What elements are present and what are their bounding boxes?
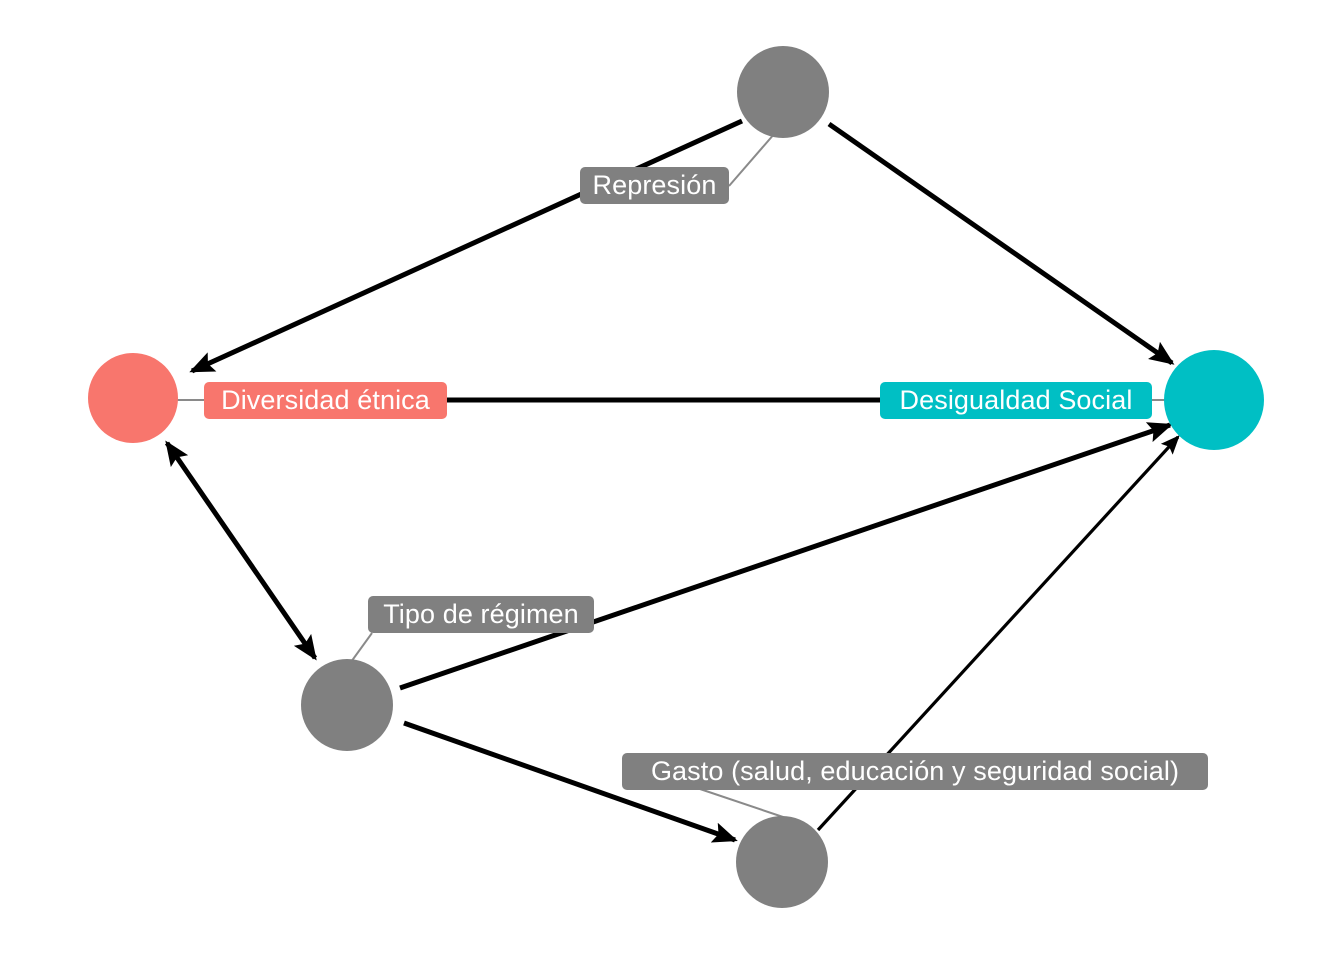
edge-represion-to-desigualdad — [827, 121, 1175, 366]
label-desigualdad-social[interactable]: Desigualdad Social — [880, 382, 1152, 419]
label-tipo-de-regimen[interactable]: Tipo de régimen — [368, 596, 594, 633]
edge-diversidad-tipo-regimen — [164, 440, 318, 661]
leader-tiporegimen — [350, 632, 373, 663]
edge-tiporegimen-to-desigualdad — [399, 422, 1173, 691]
node-diversidad-etnica[interactable] — [88, 353, 178, 443]
node-represion[interactable] — [737, 46, 829, 138]
node-desigualdad-social[interactable] — [1164, 350, 1264, 450]
edge-tiporegimen-to-gasto — [403, 720, 738, 843]
edge-represion-to-diversidad — [189, 118, 744, 374]
label-represion[interactable]: Represión — [580, 167, 729, 204]
label-diversidad-etnica[interactable]: Diversidad étnica — [204, 382, 447, 419]
leader-represion — [728, 132, 776, 187]
node-gasto[interactable] — [736, 816, 828, 908]
leader-gasto — [699, 788, 793, 821]
label-gasto[interactable]: Gasto (salud, educación y seguridad soci… — [622, 753, 1208, 790]
node-tipo-de-regimen[interactable] — [301, 659, 393, 751]
